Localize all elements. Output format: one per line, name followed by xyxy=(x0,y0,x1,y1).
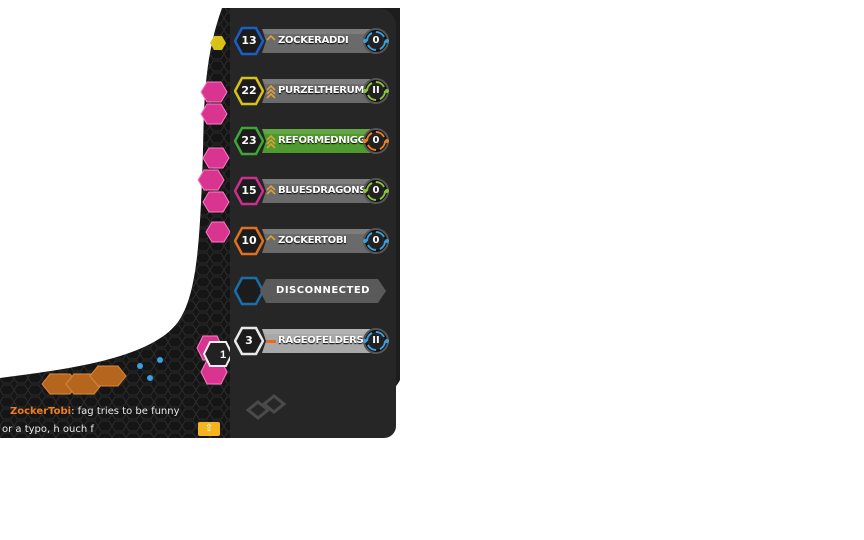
player-level-hex: 10 xyxy=(234,226,264,256)
player-name: ZOCKERTOBI xyxy=(278,235,347,246)
player-level-hex: 23 xyxy=(234,126,264,156)
chat-send-button[interactable]: ⇧ xyxy=(198,422,220,436)
player-name-bar[interactable]: RAGEOFELDERS xyxy=(262,329,380,353)
orange-territory xyxy=(41,365,127,395)
player-score: 0 xyxy=(372,35,380,46)
player-name-bar[interactable]: PURZELTHERUM xyxy=(262,79,380,103)
chat-message: ZockerTobi: fag tries to be funny xyxy=(10,406,180,417)
player-name-bar[interactable]: BLUESDRAGONS xyxy=(262,179,380,203)
player-name-bar[interactable]: ZOCKERADDI xyxy=(262,29,380,53)
disconnected-bar: DISCONNECTED xyxy=(260,279,386,303)
single-chevron-rank-icon xyxy=(265,233,277,249)
player-level: 13 xyxy=(241,34,257,47)
player-name: RAGEOFELDERS xyxy=(278,335,364,346)
player-level-hex: 3 xyxy=(234,326,264,356)
player-score-ring: 0 xyxy=(362,227,390,255)
double-chevron-rank-icon xyxy=(265,183,277,199)
player-row[interactable]: 13 ZOCKERADDI 0 xyxy=(230,24,396,58)
player-score: II xyxy=(372,335,380,346)
chat-message-text: : fag tries to be funny xyxy=(71,406,180,417)
player-score: II xyxy=(372,85,380,96)
chat-input[interactable]: or a typo, h ouch f xyxy=(2,424,94,435)
player-score-ring: 0 xyxy=(362,127,390,155)
single-chevron-rank-icon xyxy=(265,33,277,49)
triple-chevron-rank-icon xyxy=(265,133,277,149)
player-row[interactable]: 15 BLUESDRAGONS 0 xyxy=(230,174,396,208)
player-row[interactable]: 3 RAGEOFELDERS II xyxy=(230,324,396,358)
player-level-hex: 22 xyxy=(234,76,264,106)
player-level: 23 xyxy=(241,134,257,147)
player-score-ring: 0 xyxy=(362,27,390,55)
player-level: 10 xyxy=(241,234,257,247)
player-name-bar[interactable]: ZOCKERTOBI xyxy=(262,229,380,253)
player-level-hex xyxy=(234,276,264,306)
up-arrow-icon: ⇧ xyxy=(204,423,214,434)
player-name: REFORMEDNIGGER xyxy=(278,135,376,146)
player-list-panel: 13 ZOCKERADDI 0 22 PURZELTHERUM II 23 REFORMEDN… xyxy=(230,8,396,438)
map-hex-marker[interactable]: 1 xyxy=(202,341,234,367)
pink-territory xyxy=(196,81,231,385)
chat-username[interactable]: ZockerTobi xyxy=(10,406,72,417)
chat-box: ZockerTobi: fag tries to be funny or a t… xyxy=(0,402,230,438)
player-level: 15 xyxy=(241,184,257,197)
player-level: 22 xyxy=(241,84,257,97)
map-hex-label: 1 xyxy=(220,349,226,361)
player-score: 0 xyxy=(372,235,380,246)
game-logo-icon xyxy=(240,390,292,426)
player-row[interactable]: 10 ZOCKERTOBI 0 xyxy=(230,224,396,258)
player-name: ZOCKERADDI xyxy=(278,35,349,46)
player-level-hex: 13 xyxy=(234,26,264,56)
triple-chevron-rank-icon xyxy=(265,83,277,99)
player-name: BLUESDRAGONS xyxy=(278,185,367,196)
player-name-bar[interactable]: REFORMEDNIGGER xyxy=(262,129,380,153)
player-score-ring: II xyxy=(362,77,390,105)
disconnected-label: DISCONNECTED xyxy=(276,285,370,296)
player-level: 3 xyxy=(245,334,253,347)
map-board[interactable] xyxy=(0,8,236,438)
player-score-ring: 0 xyxy=(362,177,390,205)
bar-rank-icon xyxy=(265,333,277,349)
player-row[interactable]: 22 PURZELTHERUM II xyxy=(230,74,396,108)
player-name: PURZELTHERUM xyxy=(278,85,365,96)
player-level-hex: 15 xyxy=(234,176,264,206)
player-score: 0 xyxy=(372,135,380,146)
player-row-disconnected[interactable]: DISCONNECTED xyxy=(230,274,396,308)
player-score: 0 xyxy=(372,185,380,196)
player-score-ring: II xyxy=(362,327,390,355)
yellow-territory xyxy=(210,36,226,50)
blue-units xyxy=(137,357,163,381)
